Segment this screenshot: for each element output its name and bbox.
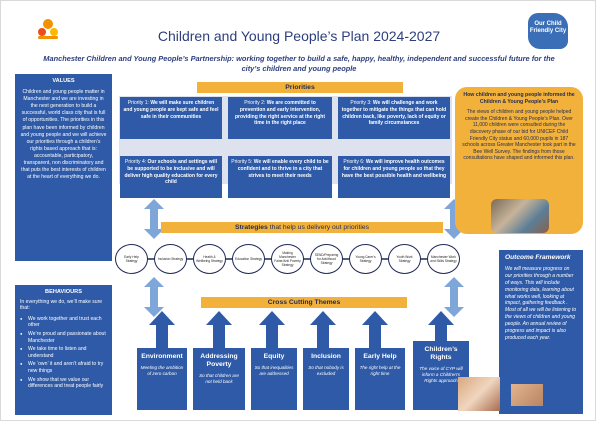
child-photo <box>458 377 500 411</box>
hands-photo <box>511 384 543 406</box>
strategy-circle: Manchester Work and Skills Strategy <box>427 244 460 274</box>
theme-name: Children’s Rights <box>424 346 458 361</box>
theme-name: Addressing Poverty <box>200 353 238 368</box>
priority-label: Priority 1: <box>127 100 149 106</box>
cross-cutting-heading: Cross Cutting Themes <box>201 297 407 308</box>
priority-text: We will make sure children and young peo… <box>123 100 219 120</box>
priority-2: Priority 2: We are committed to preventi… <box>228 97 332 139</box>
partnership-logo-icon <box>38 19 58 39</box>
theme-desc: The right help at the right time <box>359 365 401 376</box>
child-friendly-city-logo: Our Child Friendly City <box>528 13 568 49</box>
priority-label: Priority 4: <box>125 159 147 165</box>
informed-text: The views of children and young people h… <box>462 109 576 162</box>
theme-environment: Environment Meeting the ambition of zero… <box>137 348 187 410</box>
priority-4: Priority 4: Our schools and settings wil… <box>120 156 222 198</box>
theme-desc: So that inequalities are addressed <box>254 365 294 376</box>
theme-arrows <box>149 311 454 349</box>
behaviour-item: We’re proud and passionate about Manches… <box>20 331 107 344</box>
children-photo <box>491 199 549 233</box>
strategies-heading-rest: that help us delivery out priorities <box>267 224 370 231</box>
theme-desc: So that children are not held back <box>199 373 239 384</box>
logo-text: Our Child Friendly City <box>529 21 567 34</box>
priority-1: Priority 1: We will make sure children a… <box>120 97 222 139</box>
outcome-text: We will measure progress on our prioriti… <box>505 265 577 341</box>
theme-inclusion: Inclusion So that nobody is excluded <box>303 348 349 410</box>
theme-name: Equity <box>263 353 285 360</box>
strategy-circle: Inclusion Strategy <box>154 244 187 274</box>
theme-name: Early Help <box>363 353 397 360</box>
strategy-circle: Young Carer’s Strategy <box>349 244 382 274</box>
theme-desc: Meeting the ambition of zero carbon <box>140 365 184 376</box>
strategy-circle: Health & Wellbeing Strategy <box>193 244 226 274</box>
strategies-heading: Strategies that help us delivery out pri… <box>161 222 443 233</box>
double-arrow-icon <box>444 277 464 317</box>
double-arrow-icon <box>144 277 164 317</box>
page-subtitle: Manchester Children and Young People’s P… <box>43 54 555 73</box>
priority-label: Priority 2: <box>244 100 266 106</box>
theme-early-help: Early Help The right help at the right t… <box>355 348 405 410</box>
priority-text: We will challenge and work together to m… <box>341 100 447 127</box>
outcome-heading: Outcome Framework <box>505 254 571 261</box>
theme-name: Inclusion <box>311 353 341 360</box>
page-title: Children and Young People’s Plan 2024-20… <box>157 28 441 44</box>
strategy-circle: SEND/Preparing for Adulthood Strategy <box>310 244 343 274</box>
theme-equity: Equity So that inequalities are addresse… <box>251 348 297 410</box>
behaviours-heading: BEHAVIOURS <box>45 289 82 295</box>
strategy-circle: Early Help Strategy <box>115 244 148 274</box>
behaviour-item: We take time to listen and understand <box>20 346 107 359</box>
theme-desc: The voice of CYP will inform a Children’… <box>419 366 463 383</box>
theme-desc: So that nobody is excluded <box>308 365 344 376</box>
priority-5: Priority 5: We will enable every child t… <box>228 156 332 198</box>
priority-label: Priority 6: <box>343 159 365 165</box>
theme-name: Environment <box>141 353 183 360</box>
strategies-row: Early Help Strategy Inclusion Strategy H… <box>115 244 463 276</box>
behaviour-item: We ‘own’ it and aren’t afraid to try new… <box>20 361 107 374</box>
strategy-circle: Making Manchester Fairer/Anti Poverty St… <box>271 244 304 274</box>
priority-text: Our schools and settings will be support… <box>124 159 218 186</box>
priority-text: We are committed to prevention and early… <box>234 100 325 127</box>
double-arrow-icon <box>144 199 164 239</box>
strategies-heading-bold: Strategies <box>234 224 268 231</box>
priority-3: Priority 3: We will challenge and work t… <box>338 97 450 139</box>
theme-childrens-rights: Children’s Rights The voice of CYP will … <box>413 341 469 410</box>
priority-label: Priority 5: <box>231 159 253 165</box>
values-panel: VALUES Children and young people matter … <box>15 74 112 261</box>
priority-6: Priority 6: We will improve health outco… <box>338 156 450 198</box>
strategy-circle: Youth Work Strategy <box>388 244 421 274</box>
priorities-heading: Priorities <box>197 82 403 93</box>
behaviours-panel: BEHAVIOURS In everything we do, we’ll ma… <box>15 285 112 415</box>
behaviours-intro: In everything we do, we’ll make sure tha… <box>20 298 103 312</box>
values-text: Children and young people matter in Manc… <box>20 89 107 181</box>
behaviour-item: We show that we value our differences an… <box>20 377 107 390</box>
behaviour-item: We work together and trust each other <box>20 316 107 329</box>
strategy-circle: Education Strategy <box>232 244 265 274</box>
priority-text: We will enable every child to be confide… <box>237 159 329 179</box>
values-heading: VALUES <box>52 78 75 84</box>
behaviours-list: We work together and trust each other We… <box>20 316 107 390</box>
priority-text: We will improve health outcomes for chil… <box>341 159 447 179</box>
priority-label: Priority 3: <box>350 100 372 106</box>
informed-heading: How children and young people informed t… <box>463 92 575 105</box>
theme-addressing-poverty: Addressing Poverty So that children are … <box>193 348 245 410</box>
